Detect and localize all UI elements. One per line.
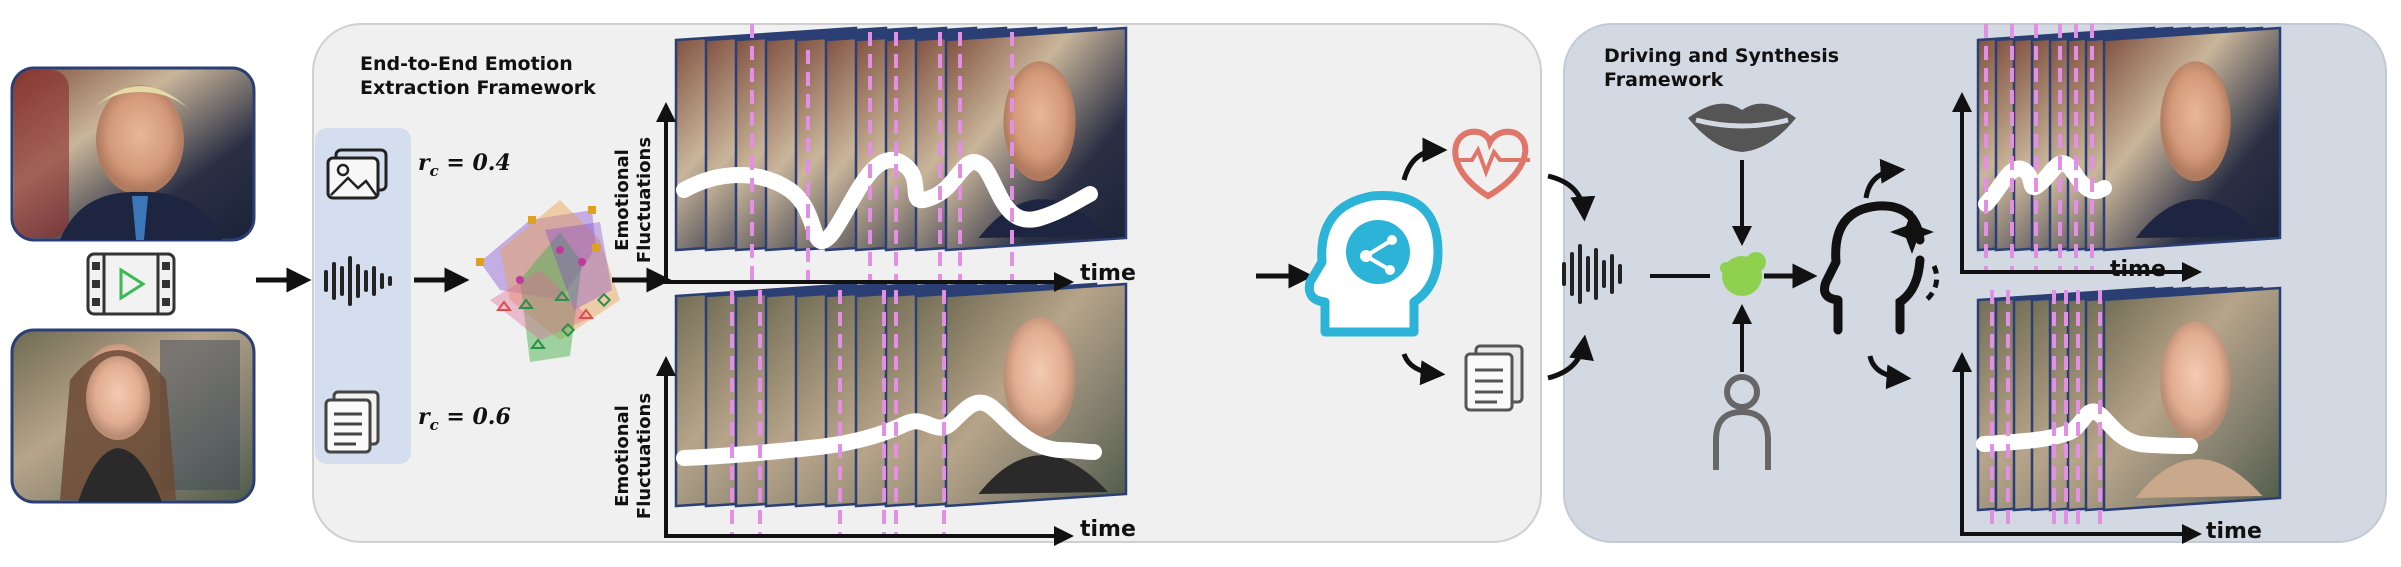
frame-stack-bottom bbox=[674, 282, 1128, 508]
input-photo-top bbox=[10, 66, 256, 242]
ylabel-top-line2: Fluctuations bbox=[634, 137, 655, 263]
video-play-icon bbox=[86, 252, 176, 316]
frame-body bbox=[978, 455, 1108, 494]
document-output-icon bbox=[1464, 344, 1524, 412]
output-axes-top bbox=[1952, 92, 2202, 282]
output-axes-bottom bbox=[1952, 352, 2202, 544]
frame-face bbox=[1003, 317, 1076, 438]
image-icon bbox=[326, 148, 388, 200]
axes-bottom bbox=[656, 356, 1074, 546]
coefficient-bottom: rc = 0.6 bbox=[418, 404, 511, 434]
extraction-panel-title-line2: Extraction Framework bbox=[360, 77, 596, 99]
audio-wave-synthesis-icon bbox=[1562, 244, 1622, 304]
output-curve-bottom bbox=[1976, 403, 2198, 454]
heartbeat-icon bbox=[1452, 128, 1530, 200]
arrow-head-to-output-top bbox=[1863, 158, 1906, 199]
synthesis-panel-title-line1: Driving and Synthesis bbox=[1604, 45, 1839, 67]
output-markers-top bbox=[1984, 24, 2094, 270]
output-stack-top bbox=[1976, 26, 2282, 252]
head-sparkle-icon bbox=[1820, 201, 1940, 335]
lips-icon bbox=[1688, 103, 1796, 152]
frame-body bbox=[2135, 199, 2263, 238]
output-xlabel-top: time bbox=[2110, 257, 2166, 282]
frame-face bbox=[2160, 61, 2231, 182]
emotion-markers-top bbox=[750, 24, 1014, 280]
axes-top bbox=[656, 102, 1074, 292]
extraction-panel-title-line1: End-to-End Emotion bbox=[360, 53, 573, 75]
fusion-node bbox=[1720, 252, 1766, 296]
audio-wave-icon bbox=[324, 256, 392, 306]
arrow-heart-to-audio bbox=[1547, 173, 1596, 222]
ylabel-bottom-line2: Fluctuations bbox=[634, 393, 655, 519]
xlabel-bottom: time bbox=[1080, 517, 1136, 542]
frame-body bbox=[2135, 459, 2263, 498]
document-icon bbox=[324, 390, 380, 454]
arrow-document-to-audio bbox=[1547, 334, 1594, 381]
ylabel-bottom-line1: Emotional bbox=[612, 405, 633, 507]
output-curve-top bbox=[1978, 155, 2112, 212]
modality-column bbox=[315, 128, 411, 464]
coefficient-top: rc = 0.4 bbox=[418, 150, 511, 180]
arrow-head-to-output-bottom bbox=[1867, 355, 1912, 390]
arrow-ai-to-heart bbox=[1401, 137, 1448, 181]
output-markers-bottom bbox=[1990, 290, 2102, 532]
frame-face bbox=[2160, 321, 2231, 442]
xlabel-top: time bbox=[1080, 261, 1136, 286]
frame-face bbox=[1003, 61, 1076, 182]
ai-head-icon bbox=[1304, 190, 1443, 337]
output-stack-bottom bbox=[1976, 286, 2282, 512]
emotion-markers-bottom bbox=[730, 290, 946, 534]
person-icon bbox=[1713, 374, 1771, 470]
output-xlabel-bottom: time bbox=[2206, 519, 2262, 544]
ylabel-top-line1: Emotional bbox=[612, 149, 633, 251]
radar-plot-icon bbox=[476, 200, 620, 362]
input-photo-bottom bbox=[10, 328, 256, 504]
arrow-ai-to-document bbox=[1401, 353, 1446, 386]
synthesis-panel-title-line2: Framework bbox=[1604, 69, 1724, 91]
